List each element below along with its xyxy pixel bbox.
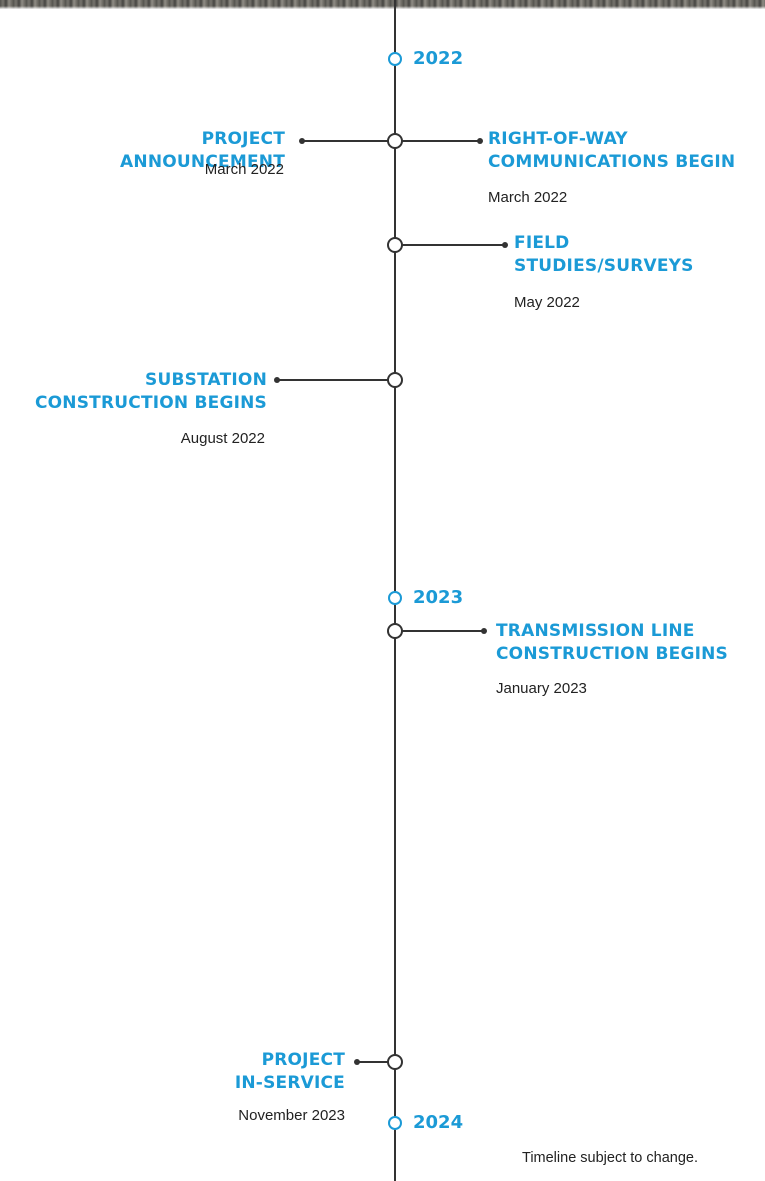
milestone-title-line: ANNOUNCEMENT: [120, 152, 285, 172]
milestone-node-november-2023: [387, 1054, 403, 1070]
milestone-title-line: CONSTRUCTION BEGINS: [34, 393, 267, 413]
milestone-date-project-announcement: March 2022: [204, 161, 284, 178]
connector-dot-transmission-line: [481, 628, 487, 634]
milestone-title-transmission-line: TRANSMISSION LINE CONSTRUCTION BEGINS: [496, 620, 728, 666]
year-marker-2022: [388, 52, 402, 66]
milestone-title-line: CONSTRUCTION BEGINS: [496, 644, 729, 664]
connector-dot-right-of-way: [477, 138, 483, 144]
milestone-title-right-of-way: RIGHT-OF-WAY COMMUNICATIONS BEGIN: [488, 128, 735, 174]
connector-dot-project-announcement: [299, 138, 305, 144]
milestone-title-in-service: PROJECT IN-SERVICE: [235, 1049, 345, 1095]
milestone-node-january-2023: [387, 623, 403, 639]
milestone-title-line: SUBSTATION: [145, 370, 267, 390]
footnote: Timeline subject to change.: [522, 1150, 698, 1166]
connector-dot-substation: [274, 377, 280, 383]
year-marker-2023: [388, 591, 402, 605]
year-label-2022: 2022: [413, 48, 464, 69]
year-label-2023: 2023: [413, 587, 464, 608]
milestone-date-right-of-way: March 2022: [488, 189, 568, 206]
milestone-node-may-2022: [387, 237, 403, 253]
milestone-date-in-service: November 2023: [238, 1107, 345, 1124]
milestone-title-line: RIGHT-OF-WAY: [488, 129, 628, 149]
milestone-title-line: IN-SERVICE: [234, 1073, 345, 1093]
connector-dot-field-studies: [502, 242, 508, 248]
milestone-title-field-studies: FIELD STUDIES/SURVEYS: [514, 232, 694, 278]
milestone-title-substation: SUBSTATION CONSTRUCTION BEGINS: [35, 369, 267, 415]
milestone-date-field-studies: May 2022: [514, 294, 580, 311]
milestone-title-line: TRANSMISSION LINE: [496, 621, 695, 641]
milestone-title-line: COMMUNICATIONS BEGIN: [488, 152, 736, 172]
milestone-node-march-2022: [387, 133, 403, 149]
milestone-title-project-announcement: PROJECT ANNOUNCEMENT: [120, 128, 285, 174]
milestone-title-line: STUDIES/SURVEYS: [514, 256, 694, 276]
milestone-date-substation: August 2022: [180, 430, 265, 447]
milestone-title-line: FIELD: [514, 233, 570, 253]
milestone-date-transmission-line: January 2023: [496, 680, 587, 697]
year-marker-2024: [388, 1116, 402, 1130]
connector-dot-in-service: [354, 1059, 360, 1065]
milestone-title-line: PROJECT: [261, 1050, 345, 1070]
year-label-2024: 2024: [413, 1112, 464, 1133]
milestone-node-august-2022: [387, 372, 403, 388]
milestone-title-line: PROJECT: [201, 129, 285, 149]
header-photo-strip: [0, 0, 765, 9]
